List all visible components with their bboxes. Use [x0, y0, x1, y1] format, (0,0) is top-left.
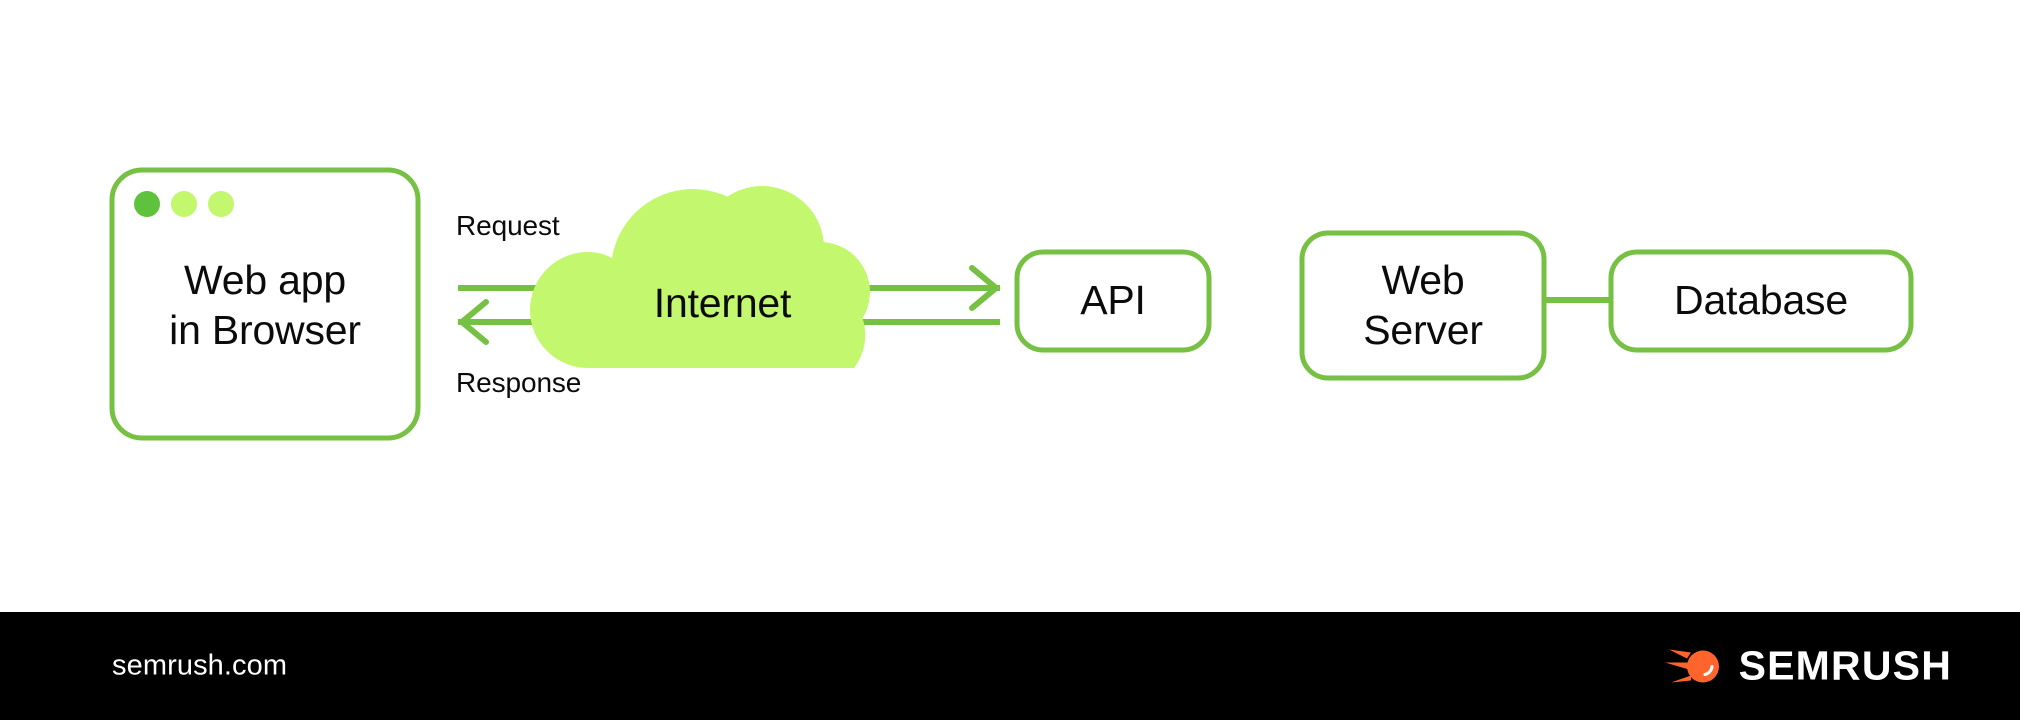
cloud-lobes: [580, 186, 870, 368]
semrush-comet-icon: [1664, 649, 1719, 682]
webserver-box: [1299, 230, 1547, 381]
browser-dot-2-icon: [171, 191, 197, 217]
comet-arc: [1703, 664, 1714, 676]
browser-window-frame: [109, 167, 421, 441]
architecture-diagram: Web app in Browser Internet API Web Serv…: [109, 167, 1914, 441]
diagram-graphics: [109, 167, 1914, 441]
database-box: [1608, 249, 1914, 353]
node-webserver[interactable]: [1299, 230, 1547, 381]
browser-dot-1-icon: [134, 191, 160, 217]
browser-dot-3-icon: [208, 191, 234, 217]
response-arrowhead-icon: [457, 299, 489, 345]
api-box: [1014, 249, 1212, 353]
footer-bar: semrush.com SEMRUSH: [0, 612, 2020, 720]
node-database[interactable]: [1608, 249, 1914, 353]
node-browser[interactable]: [109, 167, 421, 441]
footer-url-text: semrush.com: [112, 649, 288, 682]
semrush-wordmark: SEMRUSH: [1738, 642, 1952, 689]
request-arrowhead-icon: [969, 265, 1001, 311]
node-internet[interactable]: [530, 186, 870, 368]
semrush-logo[interactable]: SEMRUSH: [1664, 642, 1952, 690]
node-api[interactable]: [1014, 249, 1212, 353]
